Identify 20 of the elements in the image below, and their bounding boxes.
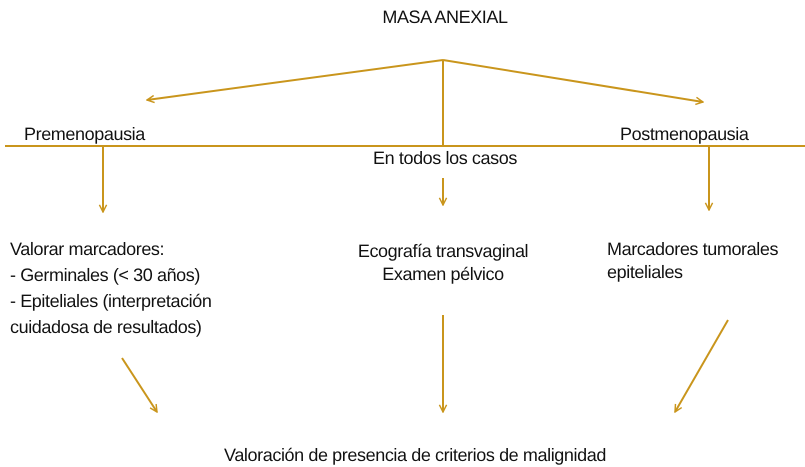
arrow (98, 146, 108, 213)
node-text: Valorar marcadores: (10, 238, 164, 261)
arrow (704, 146, 714, 211)
node-text: MASA ANEXIAL (382, 6, 508, 29)
node-text: - Epiteliales (interpretación cuidadosa de resultados) (10, 290, 212, 340)
node-text: Ecografía transvaginal (358, 240, 528, 263)
node-text: - Germinales (< 30 años) (10, 264, 200, 288)
arrow (674, 320, 729, 413)
node-text: Examen pélvico (382, 263, 504, 286)
node-text: Premenopausia (24, 122, 145, 146)
connector-line (442, 60, 444, 147)
node-text: Valoración de presencia de criterios de malignidad (224, 444, 606, 467)
arrow (438, 178, 448, 206)
node-text: Postmenopausia (620, 122, 748, 146)
node-text: En todos los casos (373, 147, 517, 170)
arrow (121, 357, 158, 413)
arrow (442, 59, 704, 106)
arrow (438, 315, 448, 413)
node-text: Marcadores tumorales epiteliales (607, 238, 780, 284)
arrow (146, 59, 444, 104)
